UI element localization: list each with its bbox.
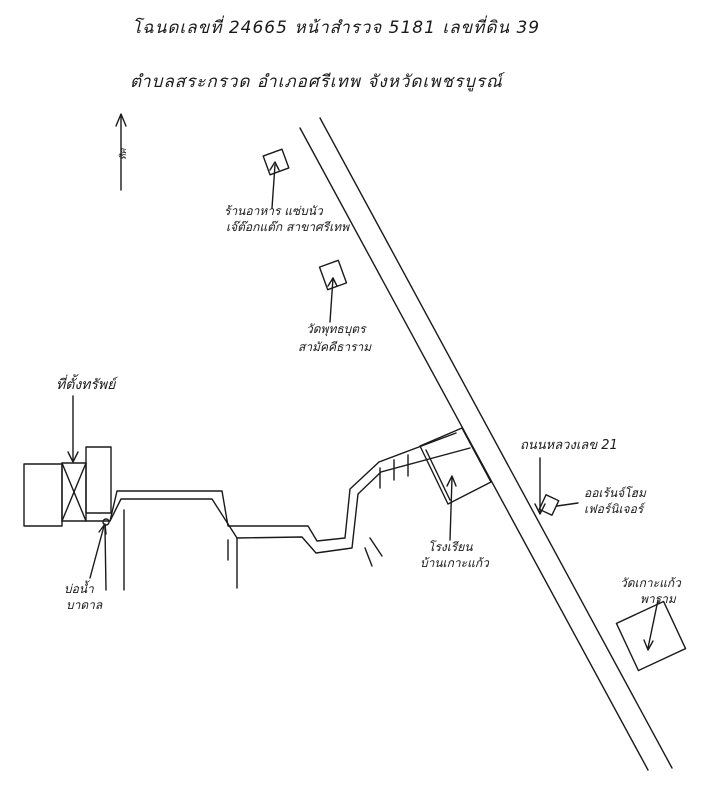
- school-marker: [419, 427, 492, 541]
- restaurant-label-line2: เจ๊ต๊อกแต๊ก สาขาศรีเทพ: [226, 220, 349, 234]
- north-label: ทิศ: [119, 148, 129, 160]
- property-parcel: [23, 395, 112, 527]
- header-title-line2: ตำบลสระกรวด อำเภอศรีเทพ จังหวัดเพชรบูรณ์: [130, 72, 503, 92]
- highway-label: ถนนหลวงเลข 21: [520, 438, 618, 453]
- temple2-label-line2: พาราม: [640, 592, 676, 606]
- restaurant-label-line1: ร้านอาหาร แซ่บนัว: [224, 204, 323, 218]
- well-label-line2: บาดาล: [66, 598, 103, 612]
- store-marker: [538, 494, 579, 516]
- store-label-line1: ออเร้นจ์โฮม: [584, 486, 646, 500]
- temple-label-line2: สามัคคีธาราม: [298, 340, 372, 354]
- parcel-label: ที่ตั้งทรัพย์: [56, 377, 116, 393]
- well-label-line1: บ่อน้ำ: [64, 582, 94, 596]
- temple-marker: [318, 259, 348, 323]
- highway-edge-right: [319, 117, 673, 769]
- temple2-marker: [615, 599, 687, 672]
- header-title-line1: โฉนดเลขที่ 24665 หน้าสำรวจ 5181 เลขที่ดิ…: [132, 18, 541, 38]
- highway-label-arrow: [534, 457, 546, 515]
- store-label-line2: เฟอร์นิเจอร์: [584, 502, 644, 516]
- access-road: [85, 432, 471, 591]
- temple-label-line1: วัดพุทธบุตร: [306, 322, 366, 336]
- north-arrow-icon: [115, 113, 127, 191]
- temple2-label-line1: วัดเกาะแก้ว: [620, 576, 681, 590]
- school-label-line2: บ้านเกาะแก้ว: [420, 556, 489, 570]
- school-label-line1: โรงเรียน: [428, 540, 473, 554]
- restaurant-marker: [262, 148, 290, 209]
